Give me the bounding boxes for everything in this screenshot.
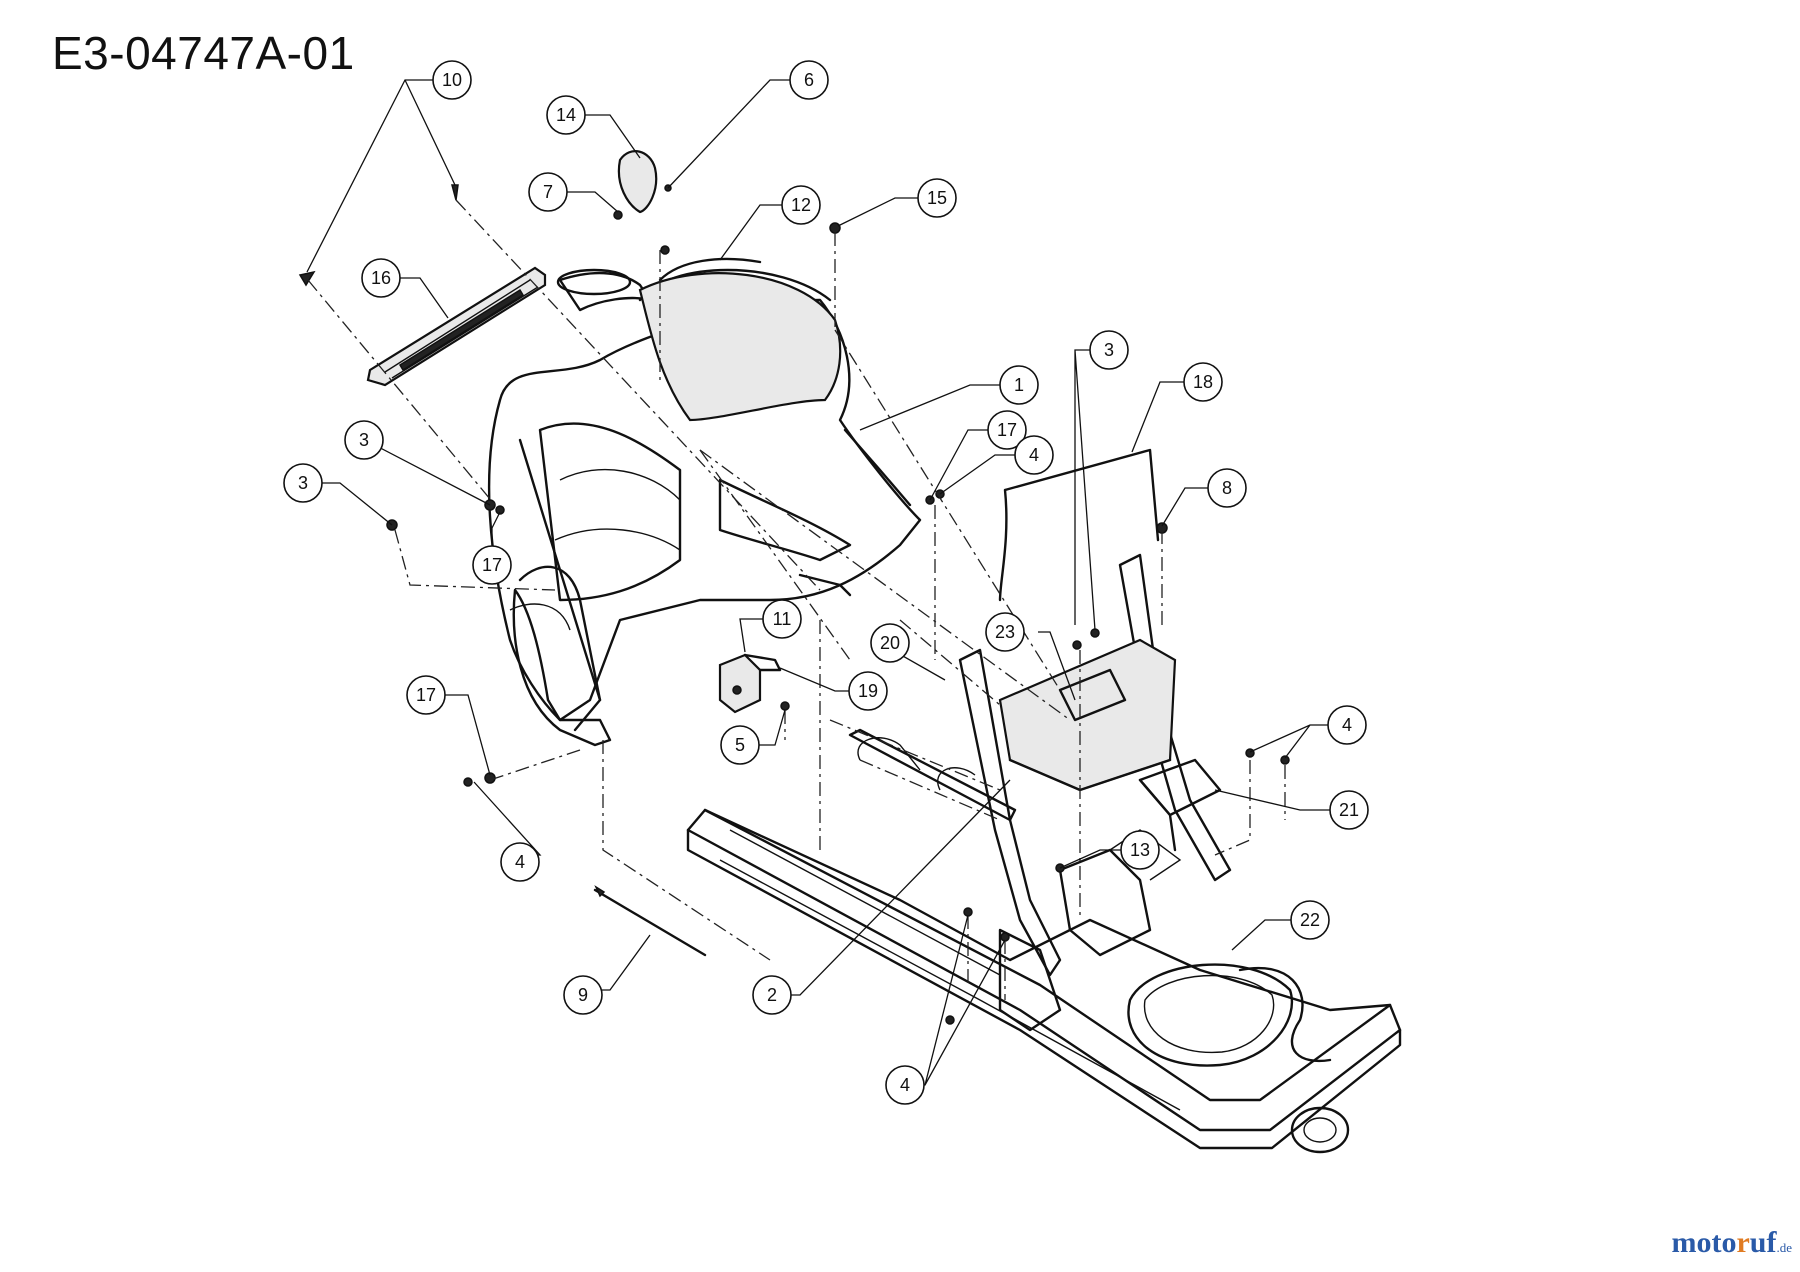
svg-text:19: 19 [858,681,878,701]
callout-1: 1 [999,365,1039,405]
svg-text:1: 1 [1014,375,1024,395]
callout-2: 2 [752,975,792,1015]
svg-text:23: 23 [995,622,1015,642]
callout-20: 20 [870,623,910,663]
svg-text:4: 4 [900,1075,910,1095]
svg-text:16: 16 [371,268,391,288]
svg-text:11: 11 [773,609,792,629]
callout-10: 10 [432,60,472,100]
callout-23: 23 [985,612,1025,652]
callout-17-left: 17 [472,545,512,585]
callout-12: 12 [781,185,821,225]
hardware-fasteners [298,150,1290,1025]
svg-text:3: 3 [359,430,369,450]
svg-text:13: 13 [1130,840,1150,860]
callout-8: 8 [1207,468,1247,508]
svg-text:12: 12 [791,195,811,215]
svg-text:5: 5 [735,735,745,755]
svg-text:21: 21 [1339,800,1359,820]
svg-text:7: 7 [543,182,553,202]
svg-text:4: 4 [1029,445,1039,465]
side-panel [512,588,612,747]
callout-3-top: 3 [1089,330,1129,370]
callout-3-left-upper: 3 [344,420,384,460]
callout-6: 6 [789,60,829,100]
callout-19: 19 [848,671,888,711]
bracket-assembly [718,653,782,714]
svg-text:3: 3 [1104,340,1114,360]
callout-17-lower: 17 [406,675,446,715]
svg-text:14: 14 [556,105,576,125]
wire-harness [998,448,1160,602]
svg-text:22: 22 [1300,910,1320,930]
callout-16: 16 [361,258,401,298]
svg-text:17: 17 [416,685,436,705]
diagram-title: E3-04747A-01 [52,27,355,79]
callout-5: 5 [720,725,760,765]
svg-text:15: 15 [927,188,947,208]
svg-text:6: 6 [804,70,814,90]
svg-text:20: 20 [880,633,900,653]
svg-text:3: 3 [298,473,308,493]
callout-7: 7 [528,172,568,212]
callout-21: 21 [1329,790,1369,830]
svg-text:2: 2 [767,985,777,1005]
callout-22: 22 [1290,900,1330,940]
svg-text:17: 17 [482,555,502,575]
svg-text:4: 4 [515,852,525,872]
callout-4-right: 4 [1014,435,1054,475]
callout-17-right: 17 [987,410,1027,450]
svg-text:4: 4 [1342,715,1352,735]
callout-15: 15 [917,178,957,218]
leader-lines [306,79,1330,1086]
grille-panel [366,266,547,387]
callout-9: 9 [563,975,603,1015]
callout-4-left-lower: 4 [500,842,540,882]
callout-14: 14 [546,95,586,135]
callout-13: 13 [1120,830,1160,870]
svg-text:8: 8 [1222,478,1232,498]
callouts: 10 6 14 7 12 15 16 1 3 18 17 4 3 8 3 17 … [283,60,1369,1105]
callout-18: 18 [1183,362,1223,402]
callout-4-far-right: 4 [1327,705,1367,745]
hood-body-shell [487,257,922,732]
callout-3-left-lower: 3 [283,463,323,503]
callout-11: 11 [762,599,802,639]
svg-text:18: 18 [1193,372,1213,392]
svg-text:10: 10 [442,70,462,90]
callout-4-bottom: 4 [885,1065,925,1105]
svg-text:9: 9 [578,985,588,1005]
svg-text:17: 17 [997,420,1017,440]
chassis-frame [686,728,1402,1154]
watermark-logo: motoruf.de [1671,1226,1792,1259]
